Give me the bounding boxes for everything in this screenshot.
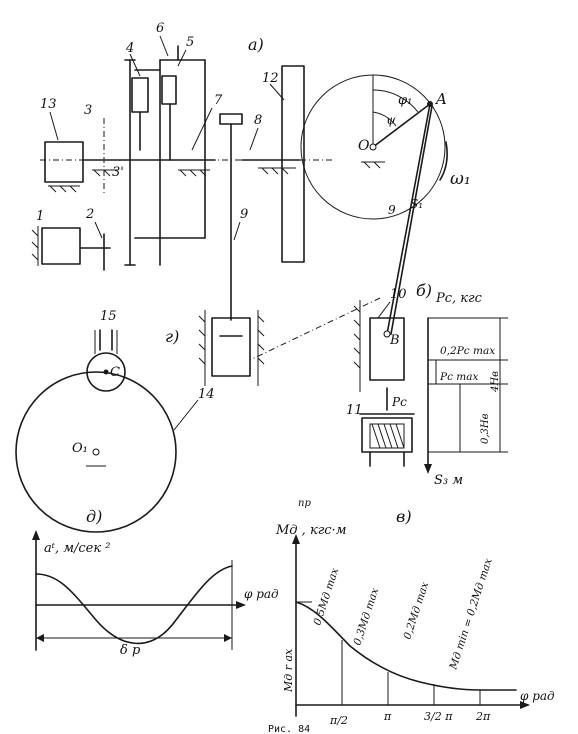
force-Pc: Pc [391,395,407,409]
graph-b-y-axis: Pc, кгс [435,291,483,306]
graph-b-03hb: 0,3Hв [480,413,491,444]
point-C: C [110,365,120,380]
part-13: 13 [40,97,57,112]
graph-v-tick-3: 2π [475,710,491,723]
point-O1: O₁ [72,441,88,456]
part-2: 2 [85,207,94,222]
graph-v-y-label: Mд r ах [282,648,295,693]
graph-d-x-axis: φ рад [244,587,279,601]
motor-13 [44,141,84,183]
graph-v-tick-0: π/2 [329,714,348,727]
crank-OA [372,103,431,148]
graph-v-curve-3: Mд min = 0,2Mд max [447,557,495,672]
graph-b-s3: S₃ м [434,473,463,488]
label-g: г) [165,327,179,346]
torque-curve [295,601,517,691]
part-9: 9 [240,207,248,222]
gear-14 [15,371,177,533]
graph-d-y-axis: aᵗ, м/сек ² [44,541,110,556]
point-B: B [389,333,400,348]
rod-AB [386,103,431,335]
part-15: 15 [100,309,117,324]
part-11: 11 [346,403,363,418]
point-A: A [434,90,447,108]
accel-curve [35,565,233,645]
graph-b-pcmax: Pc max [439,371,478,383]
machine-1 [41,227,81,265]
label-a: а) [248,35,264,54]
label-9b: 9 [388,203,396,217]
graph-v-x-axis: φ рад [520,689,555,703]
crank-disk-8 [219,113,243,125]
part-5: 5 [186,35,194,50]
part-6: 6 [156,21,164,36]
part-10: 10 [390,287,407,302]
graph-v-curve-0: 0,5Mд max [311,566,341,626]
figure-caption: Рис. 84 [268,724,310,734]
label-b: б) [416,281,432,300]
die-11 [359,413,415,467]
graph-v-tick-2: 3/2 π [424,710,453,723]
label-d: д) [86,507,102,526]
gear-5 [161,75,177,105]
graph-v-curve-2: 0,2Mд max [401,580,431,640]
graph-v-y-axis: Mд , кгс·м [275,523,346,538]
angle-psi: ψ [386,113,396,127]
part-1: 1 [36,209,44,224]
part-8: 8 [254,113,262,128]
graph-b-4hb: 4Hв [490,371,501,393]
graph-v-tick-1: π [383,710,392,723]
graph-v-curve-1: 0,3Mд max [351,586,381,646]
part-14: 14 [198,387,215,402]
flywheel-12 [281,65,305,263]
graph-d-period: δ p [120,643,141,658]
label-v: в) [396,507,412,526]
point-O: O [358,138,370,154]
graph-v-y-sup: пр [298,498,311,509]
graph-b-02: 0,2Pc max [440,345,495,357]
piston-left [198,310,265,386]
omega-1: ω₁ [450,169,471,189]
bearings [92,167,296,177]
part-12: 12 [262,71,279,86]
slider-B [369,317,405,381]
ground-13 [49,185,77,193]
angle-phi1: φ₁ [398,93,412,108]
part-3: 3 [84,103,92,118]
part-7: 7 [214,93,223,108]
part-3p: 3' [112,165,124,180]
part-4: 4 [125,41,134,56]
gear-4 [131,77,149,113]
